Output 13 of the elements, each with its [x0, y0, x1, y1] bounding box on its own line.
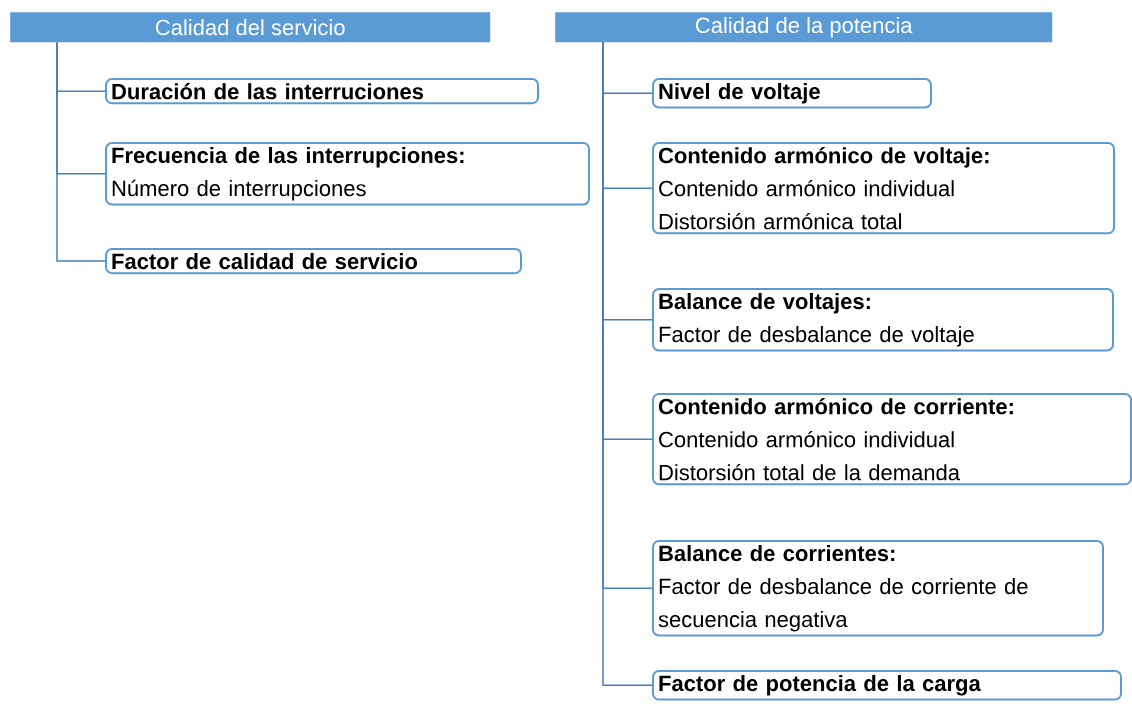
item-box: Contenido armónico de voltaje: Contenido armónico individual Distorsión armónica total [652, 142, 1115, 235]
header-bar: Calidad de la potencia [555, 12, 1053, 43]
connector-line [56, 41, 106, 262]
connector-line [602, 41, 653, 687]
item-box: Balance de voltajes: Factor de desbalance de voltaje [652, 288, 1114, 352]
item-box: Nivel de voltaje [652, 78, 932, 109]
item-box: Contenido armónico de corriente: Contenido armónico individual Distorsión total de la demanda [652, 393, 1132, 486]
item-box: Factor de calidad de servicio [105, 248, 522, 275]
item-box: Balance de corrientes: Factor de desbalance de corriente de secuencia negativa [652, 540, 1104, 637]
item-box: Factor de potencia de la carga [652, 670, 1122, 701]
item-box: Duración de las interruciones [105, 78, 539, 105]
item-box: Frecuencia de las interrupciones: Número de interrupciones [105, 142, 590, 206]
header-bar: Calidad del servicio [10, 12, 491, 43]
